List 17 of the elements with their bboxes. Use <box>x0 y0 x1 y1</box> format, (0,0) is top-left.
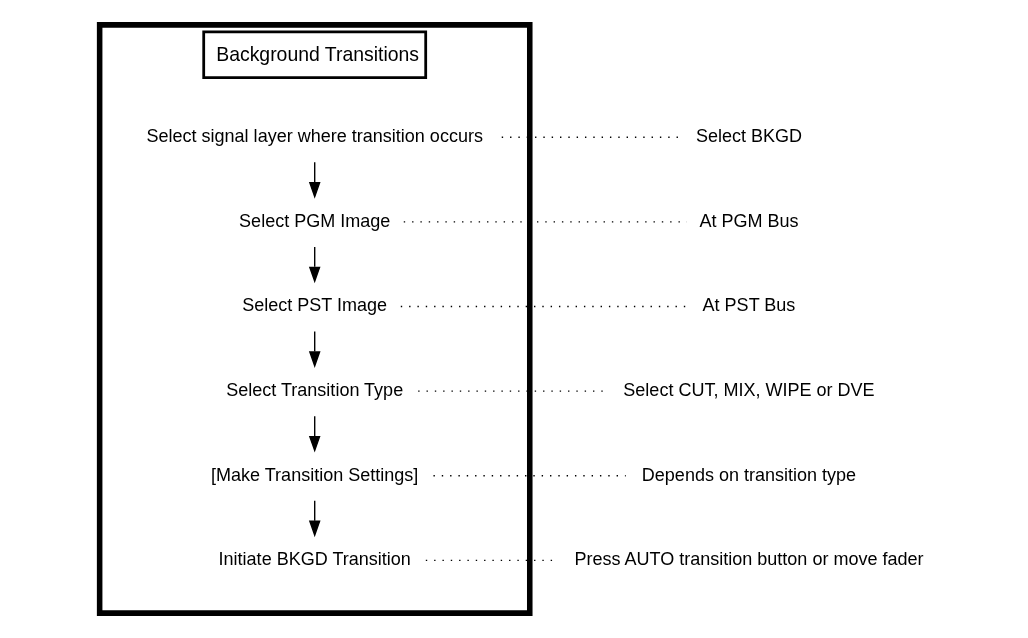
node-text: [Make Transition Settings] <box>210 464 418 485</box>
node-text: Select PGM Image <box>238 210 390 231</box>
arrow <box>308 500 321 538</box>
node-text: Depends on transition type <box>641 464 856 485</box>
arrow <box>308 330 321 368</box>
node-text: Select BKGD <box>695 125 802 146</box>
arrow <box>308 246 321 284</box>
node-text: Select signal layer where transition occurs <box>145 125 483 146</box>
node-text: Initiate BKGD Transition <box>218 549 411 570</box>
node-text: Select PST Image <box>241 295 387 316</box>
node-text: At PGM Bus <box>698 210 799 231</box>
node-text: At PST Bus <box>702 295 795 316</box>
arrow <box>308 415 321 453</box>
node-text: Select CUT, MIX, WIPE or DVE <box>622 379 875 400</box>
node-text: Select Transition Type <box>225 379 403 400</box>
node-text: Press AUTO transition button or move fader <box>573 549 924 570</box>
arrow <box>308 161 321 199</box>
